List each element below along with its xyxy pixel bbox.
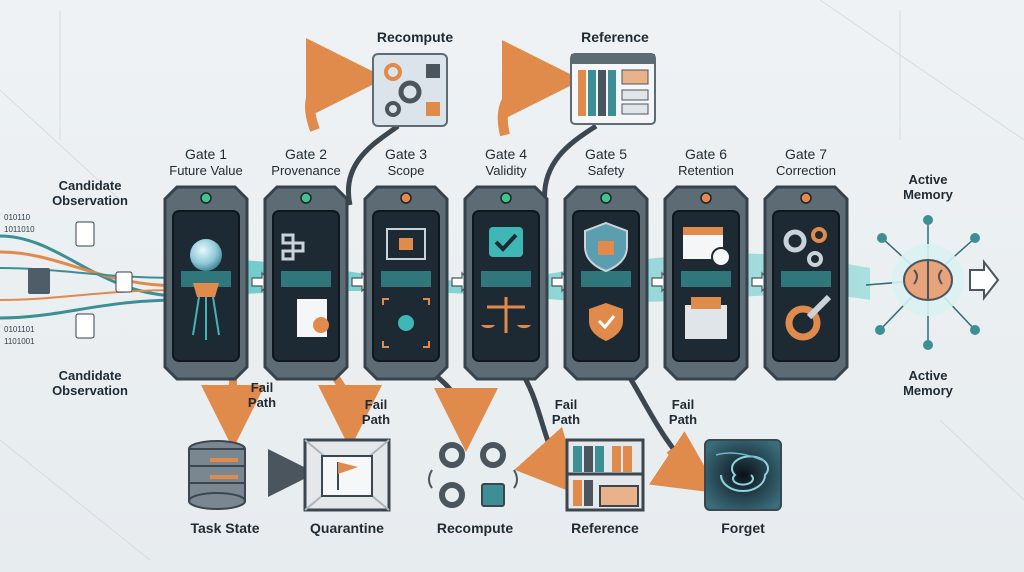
focus-frame-icon <box>382 228 430 348</box>
data-stream: 010110 1011010 0101101 1101001 <box>0 213 181 346</box>
quarantine-box-icon <box>303 438 391 512</box>
fail-path-label-1: Fail Path <box>247 380 277 410</box>
check-scale-icon <box>481 227 531 333</box>
fail-path-label-3: Fail Path <box>551 397 581 427</box>
gate-5-title: Gate 5 <box>584 146 628 162</box>
lock-shield-icon <box>584 221 628 341</box>
svg-text:0101101: 0101101 <box>4 325 35 334</box>
active-memory-brain <box>865 215 1000 350</box>
top-reference-label: Reference <box>581 29 649 45</box>
task-state-database-icon <box>188 440 246 510</box>
gate-5-card <box>563 185 649 381</box>
gate-1-subtitle: Future Value <box>169 163 243 178</box>
reference-top-box <box>570 53 656 125</box>
forget-label: Forget <box>721 520 765 536</box>
gate-4-card <box>463 185 549 381</box>
top-recompute-label: Recompute <box>376 29 454 45</box>
gate-3-subtitle: Scope <box>387 163 425 178</box>
calendar-archive-icon <box>683 227 731 339</box>
fail-path-label-2: Fail Path <box>361 397 391 427</box>
fail-path-label-4: Fail Path <box>668 397 698 427</box>
reference-shelf-icon <box>565 438 645 512</box>
gate-6-subtitle: Retention <box>678 163 734 178</box>
candidate-observation-top-label: Candidate Observation <box>52 178 128 208</box>
task-state-label: Task State <box>190 520 260 536</box>
gate-7-subtitle: Correction <box>776 163 836 178</box>
gate-6-title: Gate 6 <box>684 146 728 162</box>
recompute-gears-icon <box>428 442 518 508</box>
gate-1-card <box>163 185 249 381</box>
chain-certificate-icon <box>281 233 329 337</box>
svg-text:1101001: 1101001 <box>4 337 35 346</box>
gate-4-title: Gate 4 <box>484 146 528 162</box>
active-memory-bottom-label: Active Memory <box>903 368 953 398</box>
crystal-ball-icon <box>190 239 222 340</box>
gate-7-title: Gate 7 <box>784 146 828 162</box>
forget-vortex-icon <box>704 439 782 511</box>
svg-text:1011010: 1011010 <box>4 225 35 234</box>
gate-4-subtitle: Validity <box>485 163 527 178</box>
gate-5-subtitle: Safety <box>587 163 625 178</box>
recompute-label: Recompute <box>436 520 514 536</box>
gate-1-title: Gate 1 <box>184 146 228 162</box>
svg-text:010110: 010110 <box>4 213 31 222</box>
top-branch-reference <box>497 40 598 206</box>
recompute-top-box <box>372 53 448 127</box>
gate-6-card <box>663 185 749 381</box>
gate-2-subtitle: Provenance <box>271 163 341 178</box>
active-memory-top-label: Active Memory <box>903 172 953 202</box>
gate-2-title: Gate 2 <box>284 146 328 162</box>
gear-wrench-icon <box>783 227 832 341</box>
gate-7-card <box>763 185 849 381</box>
gate-3-title: Gate 3 <box>384 146 428 162</box>
gate-2-card <box>263 185 349 381</box>
top-branch-recompute <box>305 38 400 206</box>
quarantine-label: Quarantine <box>310 520 384 536</box>
candidate-observation-bottom-label: Candidate Observation <box>52 368 128 398</box>
reference-label: Reference <box>571 520 639 536</box>
gate-3-card <box>363 185 449 381</box>
